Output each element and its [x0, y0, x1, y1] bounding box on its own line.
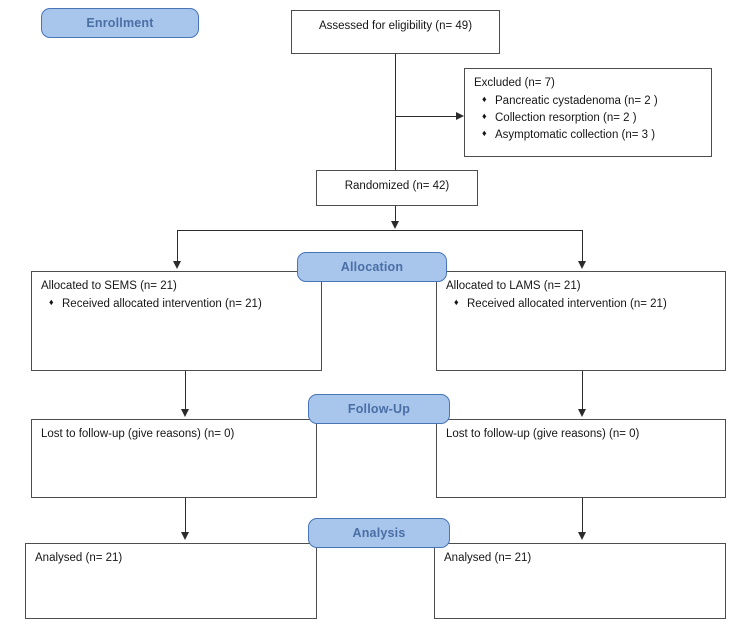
stage-pill-followup-label: Follow-Up — [347, 402, 411, 416]
diamond-bullet-icon: ♦ — [454, 296, 459, 307]
connector-right-allocation-to-followup — [582, 371, 583, 410]
stage-pill-analysis-label: Analysis — [352, 526, 406, 540]
list-item: ♦ Collection resorption (n= 2 ) — [482, 111, 702, 127]
diamond-bullet-icon: ♦ — [482, 110, 487, 121]
connector-right-followup-to-analysis — [582, 498, 583, 533]
excluded-reason-label: Pancreatic cystadenoma (n= 2 ) — [495, 94, 658, 107]
list-item: ♦ Pancreatic cystadenoma (n= 2 ) — [482, 94, 702, 110]
arrowhead-right-allocation — [578, 261, 586, 269]
split-bar-randomized — [177, 230, 583, 231]
assessed-for-eligibility-label: Assessed for eligibility (n= 49) — [318, 20, 473, 32]
box-allocation-left: Allocated to SEMS (n= 21) ♦ Received all… — [31, 271, 322, 371]
allocation-left-item-label: Received allocated intervention (n= 21) — [62, 297, 262, 310]
stage-pill-analysis: Analysis — [308, 518, 450, 548]
connector-assessed-to-randomized — [395, 54, 396, 170]
allocation-right-list: ♦ Received allocated intervention (n= 21… — [446, 297, 716, 313]
box-analysis-left: Analysed (n= 21) — [25, 543, 317, 619]
arrowhead-right-analysis — [578, 532, 586, 540]
allocation-left-list: ♦ Received allocated intervention (n= 21… — [41, 297, 312, 313]
excluded-reason-list: ♦ Pancreatic cystadenoma (n= 2 ) ♦ Colle… — [474, 94, 702, 144]
box-analysis-right: Analysed (n= 21) — [434, 543, 726, 619]
allocation-right-title: Allocated to LAMS (n= 21) — [446, 280, 581, 292]
diamond-bullet-icon: ♦ — [482, 93, 487, 104]
arrowhead-randomized-to-split — [391, 221, 399, 229]
stage-pill-enrollment: Enrollment — [41, 8, 199, 38]
connector-split-to-right-allocation — [582, 230, 583, 261]
box-followup-left: Lost to follow-up (give reasons) (n= 0) — [31, 419, 317, 498]
diamond-bullet-icon: ♦ — [482, 127, 487, 138]
randomized-label: Randomized (n= 42) — [344, 180, 450, 192]
analysis-left-title: Analysed (n= 21) — [35, 552, 123, 564]
excluded-reason-label: Asymptomatic collection (n= 3 ) — [495, 128, 656, 141]
list-item: ♦ Asymptomatic collection (n= 3 ) — [482, 128, 702, 144]
diamond-bullet-icon: ♦ — [49, 296, 54, 307]
arrowhead-right-followup — [578, 409, 586, 417]
excluded-title: Excluded (n= 7) — [474, 77, 555, 89]
list-item: ♦ Received allocated intervention (n= 21… — [49, 297, 312, 313]
arrowhead-left-analysis — [181, 532, 189, 540]
analysis-right-title: Analysed (n= 21) — [444, 552, 532, 564]
followup-right-title: Lost to follow-up (give reasons) (n= 0) — [446, 428, 640, 440]
stage-pill-allocation-label: Allocation — [340, 260, 404, 274]
box-assessed-for-eligibility: Assessed for eligibility (n= 49) — [291, 10, 500, 54]
excluded-reason-label: Collection resorption (n= 2 ) — [495, 111, 637, 124]
connector-randomized-to-split — [395, 206, 396, 222]
box-allocation-right: Allocated to LAMS (n= 21) ♦ Received all… — [436, 271, 726, 371]
connector-assessed-to-excluded — [395, 116, 458, 117]
connector-left-followup-to-analysis — [185, 498, 186, 533]
arrowhead-to-excluded — [456, 112, 464, 120]
stage-pill-followup: Follow-Up — [308, 394, 450, 424]
arrowhead-left-followup — [181, 409, 189, 417]
allocation-right-item-label: Received allocated intervention (n= 21) — [467, 297, 667, 310]
allocation-left-title: Allocated to SEMS (n= 21) — [41, 280, 177, 292]
box-randomized: Randomized (n= 42) — [316, 170, 478, 206]
box-followup-right: Lost to follow-up (give reasons) (n= 0) — [436, 419, 726, 498]
stage-pill-enrollment-label: Enrollment — [86, 16, 154, 30]
stage-pill-allocation: Allocation — [297, 252, 447, 282]
connector-left-allocation-to-followup — [185, 371, 186, 410]
connector-split-to-left-allocation — [177, 230, 178, 261]
followup-left-title: Lost to follow-up (give reasons) (n= 0) — [41, 428, 235, 440]
arrowhead-left-allocation — [173, 261, 181, 269]
box-excluded: Excluded (n= 7) ♦ Pancreatic cystadenoma… — [464, 68, 712, 157]
list-item: ♦ Received allocated intervention (n= 21… — [454, 297, 716, 313]
